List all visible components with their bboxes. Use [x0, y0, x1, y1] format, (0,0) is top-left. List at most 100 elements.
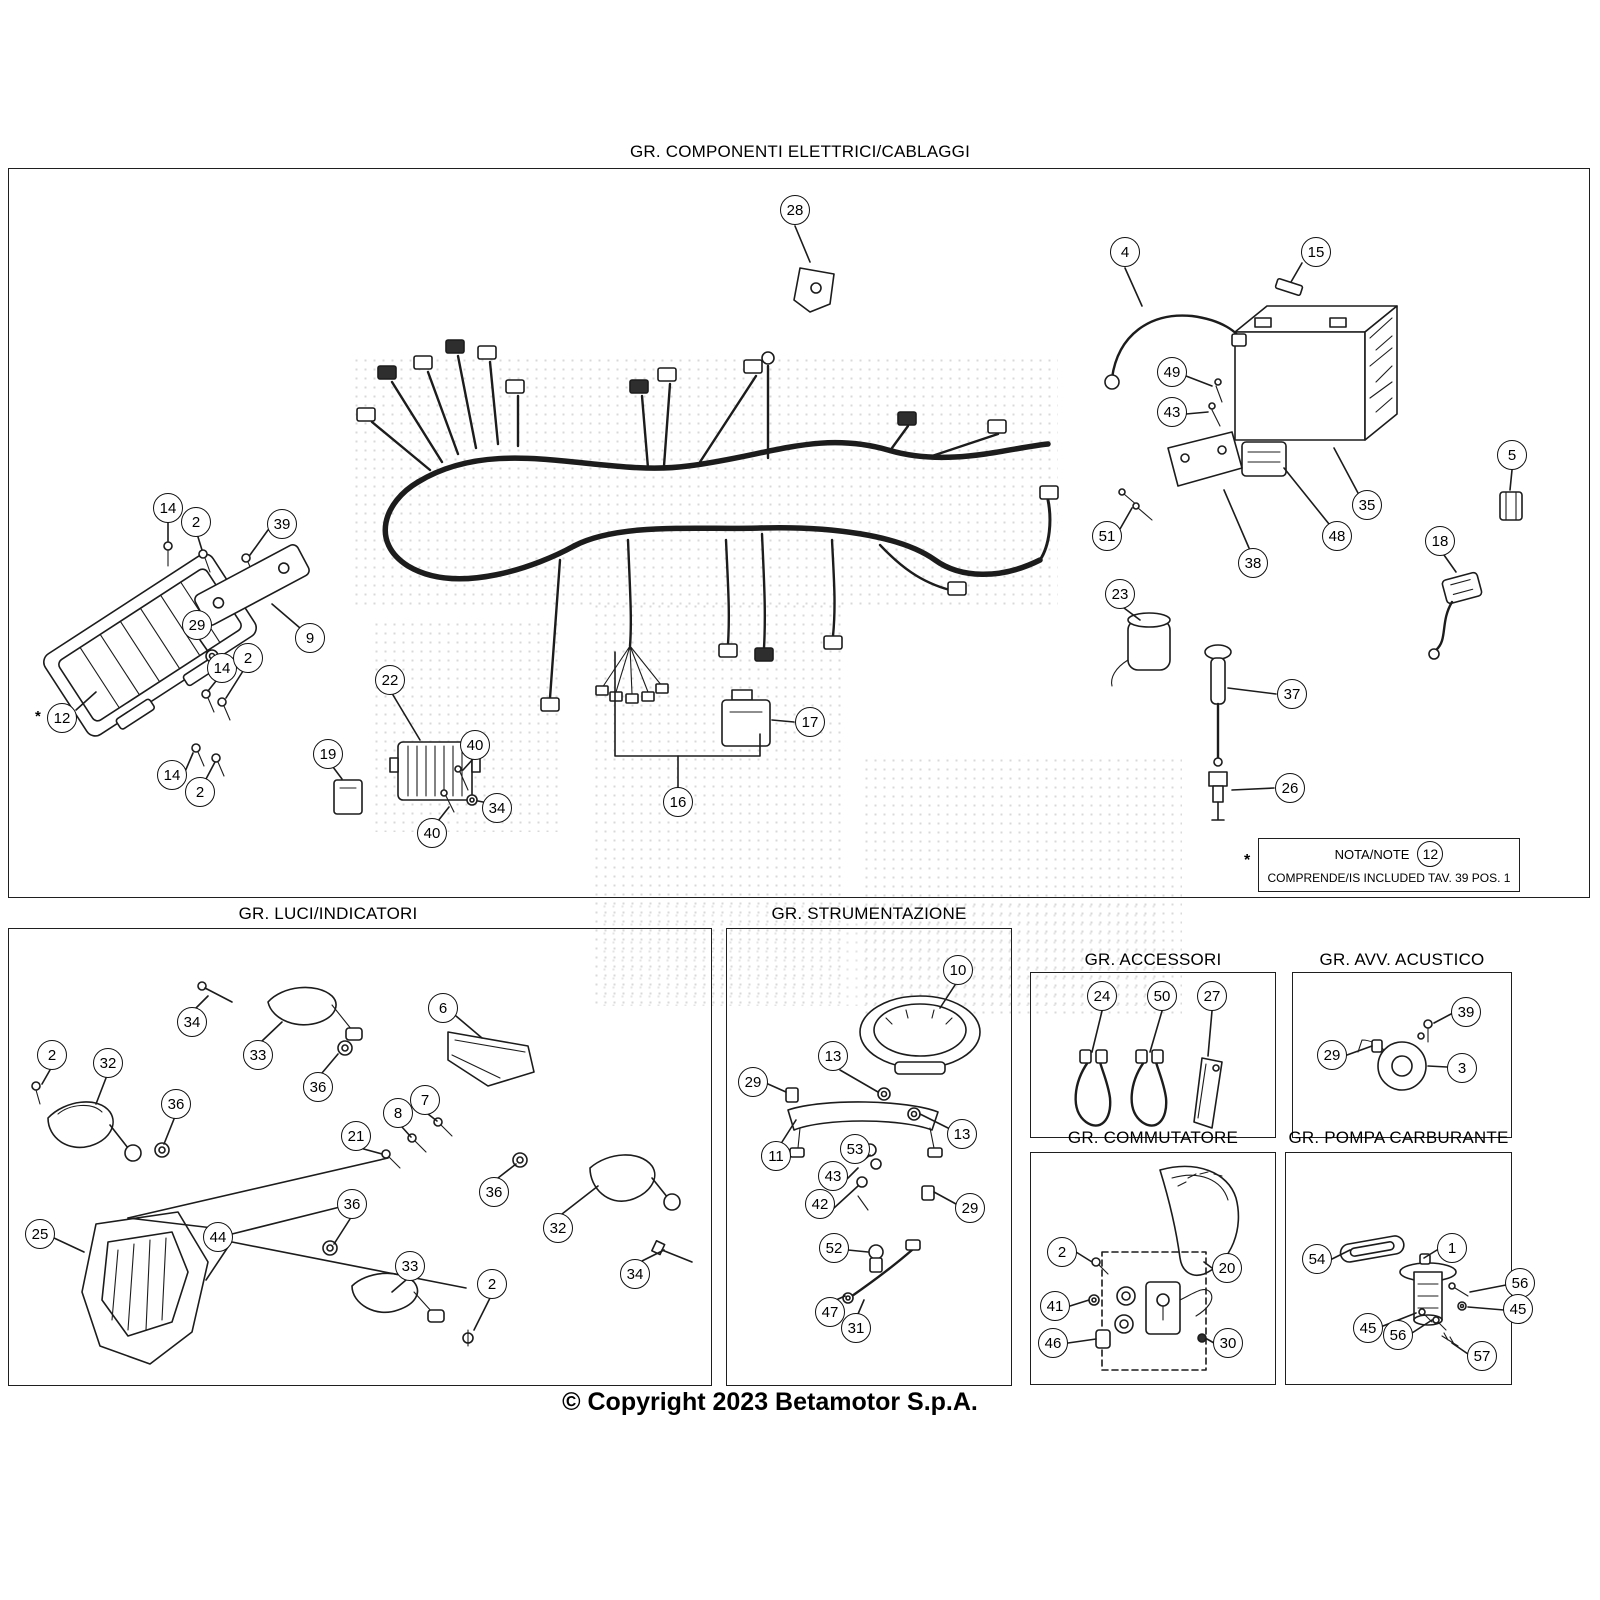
callout-57: 57: [1467, 1341, 1497, 1371]
callout-2: 2: [185, 777, 215, 807]
note-text: COMPRENDE/IS INCLUDED TAV. 39 POS. 1: [1267, 871, 1511, 885]
relay-17: [721, 689, 771, 747]
callout-11: 11: [761, 1141, 791, 1171]
commutatore-dashed-box: [1101, 1251, 1207, 1371]
callout-23: 23: [1105, 579, 1135, 609]
callout-46: 46: [1038, 1328, 1068, 1358]
callout-2: 2: [477, 1269, 507, 1299]
cable-31: [850, 1239, 921, 1298]
copyright-text: © Copyright 2023 Betamotor S.p.A.: [562, 1388, 978, 1416]
cable-50: [1130, 1049, 1168, 1127]
callout-33: 33: [243, 1040, 273, 1070]
callout-36: 36: [161, 1089, 191, 1119]
callout-13: 13: [947, 1119, 977, 1149]
cable-24: [1074, 1049, 1112, 1127]
screw-34-upper: [197, 981, 233, 1003]
callout-15: 15: [1301, 237, 1331, 267]
callout-prefix-12: *: [35, 708, 41, 725]
clamp-29-b: [921, 1185, 935, 1201]
callout-20: 20: [1212, 1253, 1242, 1283]
callout-39: 39: [267, 509, 297, 539]
callout-34: 34: [620, 1259, 650, 1289]
spark-plug-26: [1208, 771, 1228, 821]
key-switch-parts: [1114, 1281, 1213, 1343]
regulator-22: [389, 741, 481, 801]
callout-21: 21: [341, 1121, 371, 1151]
callout-50: 50: [1147, 981, 1177, 1011]
title-accessori: GR. ACCESSORI: [1084, 950, 1222, 969]
callout-40: 40: [417, 818, 447, 848]
title-strumentazione: GR. STRUMENTAZIONE: [771, 904, 967, 923]
callout-9: 9: [295, 623, 325, 653]
strap-27: [1193, 1057, 1223, 1129]
callout-33: 33: [395, 1251, 425, 1281]
leader-lines-avv: [1346, 1013, 1452, 1068]
nut-36-b: [154, 1142, 170, 1158]
callout-53: 53: [840, 1134, 870, 1164]
title-luci-indicatori: GR. LUCI/INDICATORI: [238, 904, 418, 923]
panel-strumentazione: [726, 928, 1012, 1386]
connector-18-wire: [1434, 600, 1454, 652]
headlight-25: [81, 1211, 209, 1365]
connector-18-end: [1428, 648, 1440, 660]
commutatore-screws: [1088, 1257, 1111, 1349]
callout-2: 2: [37, 1040, 67, 1070]
callout-6: 6: [428, 993, 458, 1023]
panel-luci-indicatori: [8, 928, 712, 1386]
clamp-29-a: [785, 1087, 799, 1103]
screws-51: [1118, 488, 1153, 521]
callout-43: 43: [1157, 397, 1187, 427]
callout-29: 29: [955, 1193, 985, 1223]
title-pompa-carburante: GR. POMPA CARBURANTE: [1288, 1128, 1509, 1147]
watermark-dots-patch: [592, 602, 844, 1006]
callout-28: 28: [780, 195, 810, 225]
callout-34: 34: [177, 1007, 207, 1037]
callout-24: 24: [1087, 981, 1117, 1011]
horn-3: [1357, 1039, 1427, 1091]
watermark-dots-patch: [600, 902, 1160, 1006]
battery-cable-4: [1104, 314, 1247, 390]
instrument-bracket-11: [787, 1101, 943, 1158]
switch-cover-20: [1159, 1165, 1240, 1276]
callout-45: 45: [1503, 1294, 1533, 1324]
callout-36: 36: [337, 1189, 367, 1219]
callout-3: 3: [1447, 1053, 1477, 1083]
callout-43: 43: [818, 1161, 848, 1191]
horn-screw-39: [1417, 1019, 1433, 1043]
nut-36-a: [337, 1040, 353, 1056]
ignition-coil-37: [1204, 644, 1232, 767]
panel-accessori: [1030, 972, 1276, 1138]
callout-2: 2: [233, 643, 263, 673]
callout-38: 38: [1238, 548, 1268, 578]
title-commutatore: GR. COMMUTATORE: [1067, 1128, 1239, 1147]
panel-componenti-elettrici: [8, 168, 1590, 898]
note-box: NOTA/NOTE 12 COMPRENDE/IS INCLUDED TAV. …: [1258, 838, 1520, 892]
callout-2: 2: [1047, 1237, 1077, 1267]
callout-41: 41: [1040, 1291, 1070, 1321]
callout-47: 47: [815, 1297, 845, 1327]
callout-39: 39: [1451, 997, 1481, 1027]
callout-1: 1: [1437, 1233, 1467, 1263]
callout-44: 44: [203, 1222, 233, 1252]
callout-32: 32: [93, 1048, 123, 1078]
note-asterisk: *: [1244, 852, 1251, 869]
panel-pompa-carburante: [1285, 1152, 1512, 1385]
callout-54: 54: [1302, 1244, 1332, 1274]
callout-42: 42: [805, 1189, 835, 1219]
callout-10: 10: [943, 955, 973, 985]
grommets-53-43-42: [856, 1143, 882, 1211]
callout-17: 17: [795, 707, 825, 737]
regulator-screws-40: [440, 765, 478, 813]
battery-35: [1234, 305, 1398, 441]
starter-relay-48: [1241, 441, 1287, 477]
watermark-dots-patch: [862, 756, 1182, 1014]
speedometer-10: [859, 995, 981, 1075]
relay-bracket-38: [1167, 431, 1243, 487]
callout-29: 29: [1317, 1040, 1347, 1070]
diagnostic-connector-18: [1441, 571, 1483, 605]
callout-27: 27: [1197, 981, 1227, 1011]
tail-light-6: [447, 1031, 535, 1087]
callout-40: 40: [460, 730, 490, 760]
